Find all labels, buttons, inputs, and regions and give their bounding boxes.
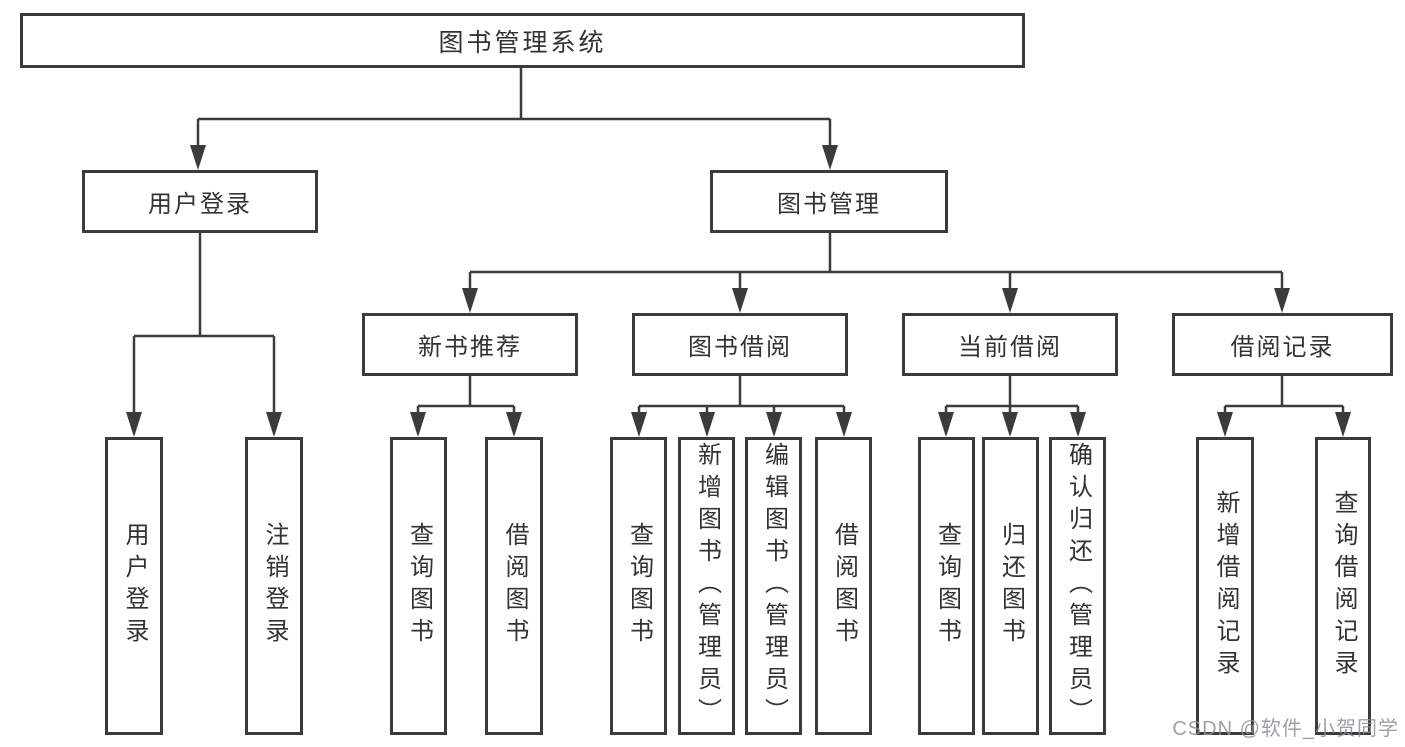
- edge-current-borrow-trunk: [946, 376, 1078, 408]
- node-label: 新书推荐: [418, 334, 522, 361]
- edge-new-book-rec-trunk: [418, 376, 514, 408]
- node-label: 确认归还（管理员）: [1064, 442, 1092, 730]
- edge-borrow-record-trunk: [1225, 376, 1343, 408]
- node-label: 查询图书: [625, 522, 653, 650]
- edge-book-mgmt-trunk: [470, 233, 1282, 274]
- leaf-user-login: 用户登录: [105, 437, 163, 735]
- leaf-cb-return-book: 归还图书: [982, 437, 1039, 735]
- leaf-bb-borrow-book: 借阅图书: [815, 437, 872, 735]
- leaf-bb-query-book: 查询图书: [610, 437, 667, 735]
- leaf-cb-query-book: 查询图书: [918, 437, 975, 735]
- node-label: 借阅记录: [1230, 334, 1335, 361]
- node-label: 归还图书: [997, 522, 1025, 650]
- edge-user-login-trunk: [134, 233, 274, 338]
- node-label: 新增借阅记录: [1212, 490, 1239, 682]
- node-label: 查询图书: [405, 522, 433, 650]
- leaf-nb-query-book: 查询图书: [390, 437, 447, 735]
- leaf-nb-borrow-book: 借阅图书: [485, 437, 543, 735]
- node-new-book-rec: 新书推荐: [362, 313, 578, 376]
- node-label: 用户登录: [148, 191, 252, 218]
- node-label: 查询图书: [933, 522, 961, 650]
- edge-book-borrow-trunk: [639, 376, 844, 408]
- leaf-br-add-record: 新增借阅记录: [1196, 437, 1254, 735]
- node-label: 图书管理: [777, 191, 881, 218]
- node-current-borrow: 当前借阅: [902, 313, 1118, 376]
- node-label: 用户登录: [121, 522, 148, 650]
- node-label: 图书借阅: [688, 334, 792, 361]
- node-book-borrow: 图书借阅: [632, 313, 848, 376]
- node-label: 借阅图书: [830, 522, 858, 650]
- node-borrow-record: 借阅记录: [1172, 313, 1393, 376]
- node-user-login: 用户登录: [82, 170, 318, 233]
- leaf-bb-edit-book: 编辑图书（管理员）: [745, 437, 802, 735]
- leaf-cb-confirm-return: 确认归还（管理员）: [1049, 437, 1106, 735]
- node-book-mgmt: 图书管理: [710, 170, 948, 233]
- csdn-watermark: CSDN @软件_小贺同学: [1172, 718, 1399, 740]
- node-label: 图书管理系统: [438, 28, 607, 57]
- node-label: 借阅图书: [501, 522, 528, 650]
- leaf-bb-add-book: 新增图书（管理员）: [678, 437, 735, 735]
- node-label: 查询借阅记录: [1330, 490, 1357, 682]
- edge-root-trunk: [198, 68, 830, 121]
- node-label: 当前借阅: [958, 334, 1062, 361]
- node-label: 编辑图书（管理员）: [760, 442, 788, 730]
- leaf-br-query-record: 查询借阅记录: [1315, 437, 1371, 735]
- node-label: 新增图书（管理员）: [693, 442, 721, 730]
- node-label: 注销登录: [261, 522, 288, 650]
- leaf-logout: 注销登录: [245, 437, 303, 735]
- node-root: 图书管理系统: [20, 13, 1025, 68]
